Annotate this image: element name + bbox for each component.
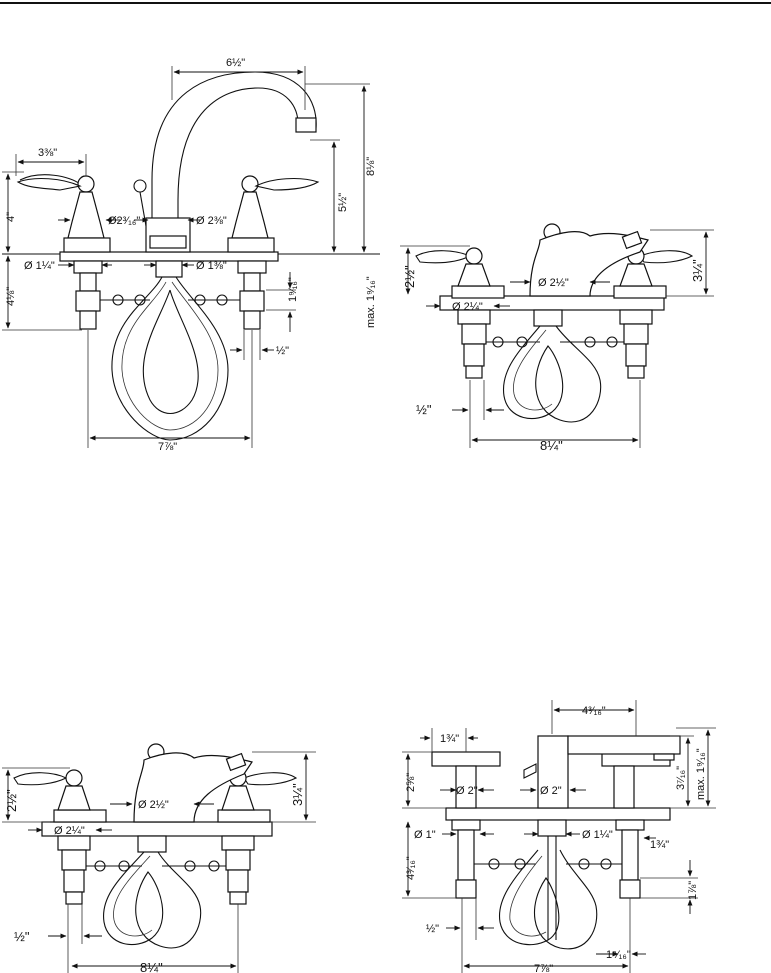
fig-d-deck-max-label: max. 1⁹⁄₁₆" bbox=[695, 748, 707, 800]
fig-a-dimensions: 6½" 3⅜" 4" 5½" 8⅛" Ø2³⁄₁₆" Ø 2⅜" Ø 1¼" Ø… bbox=[2, 57, 377, 453]
fig-d-inlet-label: ½" bbox=[426, 923, 439, 935]
fig-a-inlet-label: ½" bbox=[276, 345, 289, 357]
fig-c-base-dia-label: Ø 2¼" bbox=[54, 825, 85, 837]
fig-d-spread-label: 7⅞" bbox=[534, 963, 553, 973]
fig-a-faucet-drawing bbox=[2, 71, 380, 441]
fig-c-faucet-drawing bbox=[13, 743, 298, 949]
fig-a-hole-right-label: Ø 1⅜" bbox=[196, 260, 227, 272]
fig-a-below-deck-label: 4⅛" bbox=[5, 287, 17, 306]
fig-a-shank-dia-label: Ø 2⅜" bbox=[196, 215, 227, 227]
fig-b-spout-dia-label: Ø 2½" bbox=[538, 277, 569, 289]
fig-d-spout-reach-label: 4³⁄₁₆" bbox=[582, 705, 606, 717]
fig-a-spout-dia-label: Ø2³⁄₁₆" bbox=[108, 215, 140, 227]
fig-b-base-dia-label: Ø 2¼" bbox=[452, 301, 483, 313]
fig-a-spout-reach-label: 6½" bbox=[226, 57, 245, 69]
fig-c-inlet-label: ½" bbox=[14, 929, 30, 944]
fig-c-spout-height-label: 3¼" bbox=[290, 783, 305, 806]
fig-d-handle-dia-label: Ø 2" bbox=[456, 785, 478, 797]
fig-d-spout-dia-label: Ø 2" bbox=[540, 785, 562, 797]
fig-b-spread-label: 8¼" bbox=[540, 438, 563, 453]
fig-d-dimensions: 4³⁄₁₆" 1¾" 2⅝" 3⁷⁄₁₆" max. 1⁹⁄₁₆" Ø 2" Ø… bbox=[402, 700, 716, 973]
fig-a-connector-drop-label: 1⁹⁄₁₆" bbox=[287, 277, 299, 302]
fig-b-inlet-label: ½" bbox=[416, 402, 432, 417]
fig-b-dimensions: 2½" 3¼" Ø 2½" Ø 2¼" ½" 8¼" bbox=[400, 229, 714, 453]
fig-d-connector-side-label: 1¾" bbox=[650, 839, 669, 851]
fig-d-faucet-drawing bbox=[431, 735, 681, 950]
fig-a-deck-max-label: max. 1⁹⁄₁₆" bbox=[365, 276, 377, 328]
fig-d-inlet-right-label: 1⁹⁄₁₆" bbox=[606, 949, 631, 961]
fig-d-hole-right-label: Ø 1¼" bbox=[582, 829, 613, 841]
fig-a-overall-height-label: 8⅛" bbox=[365, 157, 377, 176]
fig-a-hole-left-label: Ø 1¼" bbox=[24, 260, 55, 272]
fig-d-handle-width-label: 1¾" bbox=[440, 733, 459, 745]
fig-b-faucet-drawing bbox=[415, 223, 694, 423]
fig-a-handle-spacing-label: 3⅜" bbox=[38, 147, 57, 159]
fig-d-handle-height-label: 2⅝" bbox=[405, 773, 417, 792]
fig-b-handle-height-label: 2½" bbox=[402, 265, 417, 288]
fig-d-connector-drop-label: 1⅞" bbox=[687, 881, 699, 900]
fig-c-handle-height-label: 2½" bbox=[4, 789, 19, 812]
fig-c-spout-dia-label: Ø 2½" bbox=[138, 799, 169, 811]
fig-c-dimensions: 2½" 3¼" Ø 2½" Ø 2¼" ½" 8¼" bbox=[2, 751, 316, 973]
fig-d-hole-left-label: Ø 1" bbox=[414, 829, 436, 841]
fig-a-handle-height-label: 4" bbox=[5, 212, 17, 222]
fig-a-spread-label: 7⅞" bbox=[158, 441, 177, 453]
fig-c-spread-label: 8¼" bbox=[140, 960, 163, 973]
fig-d-spout-height-label: 3⁷⁄₁₆" bbox=[675, 766, 687, 790]
fig-b-spout-height-label: 3¼" bbox=[690, 259, 705, 282]
fig-a-spout-height-label: 5½" bbox=[337, 193, 349, 212]
fig-d-below-deck-label: 4³⁄₁₆" bbox=[405, 856, 417, 880]
